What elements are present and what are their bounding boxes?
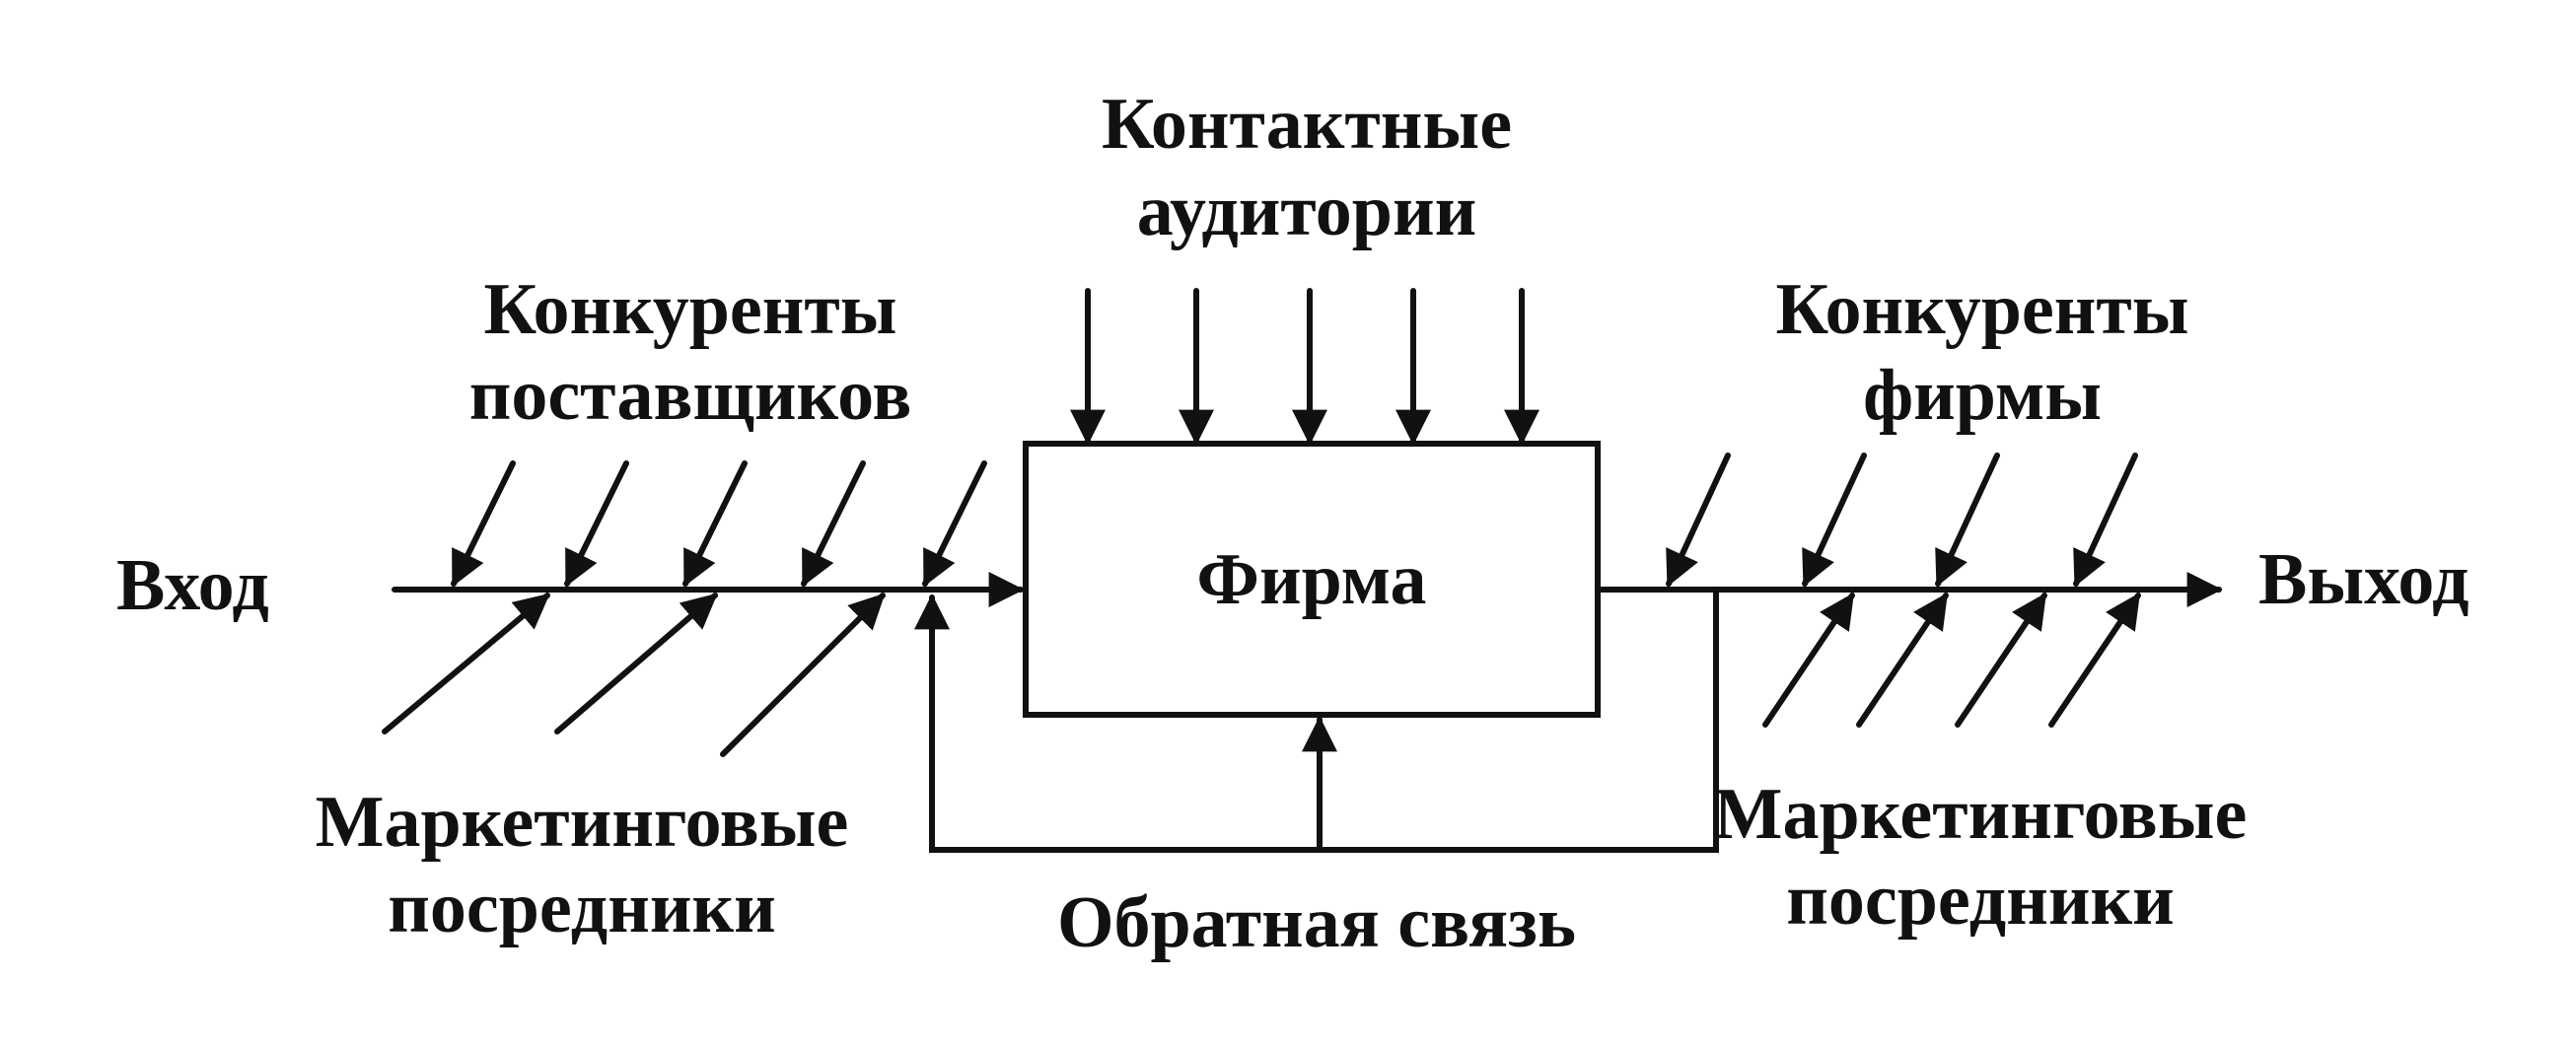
right-intermediaries-label-1: Маркетинговые [1714, 774, 2248, 855]
contact-audiences-label-1: Контактные [1102, 84, 1512, 165]
right-intermediaries-label-2: посредники [1786, 860, 2175, 941]
firm-competitor-arrow-1 [1666, 453, 1731, 588]
right-intermediary-arrow-4 [2048, 593, 2141, 728]
left-intermediary-arrow-3 [720, 593, 886, 757]
firm-competitor-arrow-3 [1935, 453, 2000, 588]
right-intermediary-arrow-3 [1955, 593, 2047, 728]
right-intermediary-arrow-1 [1762, 593, 1855, 728]
firm-competitors-label-1: Конкуренты [1776, 269, 2189, 350]
contact-audiences-label-2: аудитории [1137, 171, 1476, 251]
supplier-competitor-arrow-5 [922, 460, 987, 588]
input-label: Вход [116, 545, 269, 626]
supplier-competitors-label-1: Конкуренты [484, 269, 897, 350]
supplier-competitor-arrow-4 [801, 460, 866, 588]
right-intermediary-arrow-2 [1856, 593, 1949, 728]
supplier-competitor-arrow-3 [682, 460, 748, 588]
feedback-label: Обратная связь [1057, 882, 1576, 963]
firm-box [1023, 441, 1601, 718]
firm-label: Фирма [1196, 539, 1426, 620]
supplier-competitors-label-2: поставщиков [469, 355, 912, 436]
left-intermediary-arrow-1 [382, 593, 550, 734]
left-intermediaries-label-2: посредники [388, 868, 776, 948]
left-intermediary-arrow-2 [554, 593, 718, 734]
firm-competitors-label-2: фирмы [1863, 355, 2102, 436]
supplier-competitor-arrow-2 [564, 460, 629, 588]
supplier-competitor-arrow-1 [451, 460, 516, 588]
output-label: Выход [2258, 539, 2469, 620]
firm-competitor-arrow-2 [1802, 453, 1867, 588]
firm-competitor-arrow-4 [2073, 453, 2138, 588]
left-intermediaries-label-1: Маркетинговые [316, 782, 849, 863]
feedback-loop-line [929, 587, 1719, 853]
